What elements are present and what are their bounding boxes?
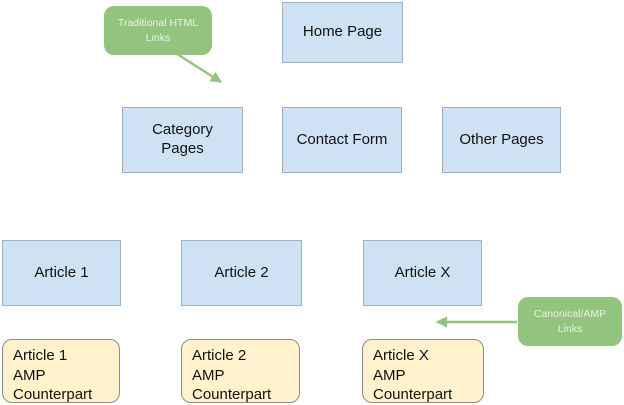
node-article-1-amp-counterpart: Article 1 AMP Counterpart xyxy=(2,339,120,403)
traditional-links-arrow xyxy=(173,50,222,84)
callout-canonical-amp-links: Canonical/AMP Links xyxy=(518,297,622,346)
node-category-pages: Category Pages xyxy=(122,107,243,173)
node-article-1: Article 1 xyxy=(2,240,121,306)
callout-traditional-html-links: Traditional HTML Links xyxy=(104,6,212,55)
node-article-x: Article X xyxy=(363,240,482,306)
node-home-page: Home Page xyxy=(282,2,403,63)
node-article-2: Article 2 xyxy=(181,240,302,306)
node-contact-form: Contact Form xyxy=(282,107,402,173)
node-article-x-amp-counterpart: Article X AMP Counterpart xyxy=(362,339,484,403)
node-other-pages: Other Pages xyxy=(442,107,561,173)
node-article-2-amp-counterpart: Article 2 AMP Counterpart xyxy=(181,339,300,403)
